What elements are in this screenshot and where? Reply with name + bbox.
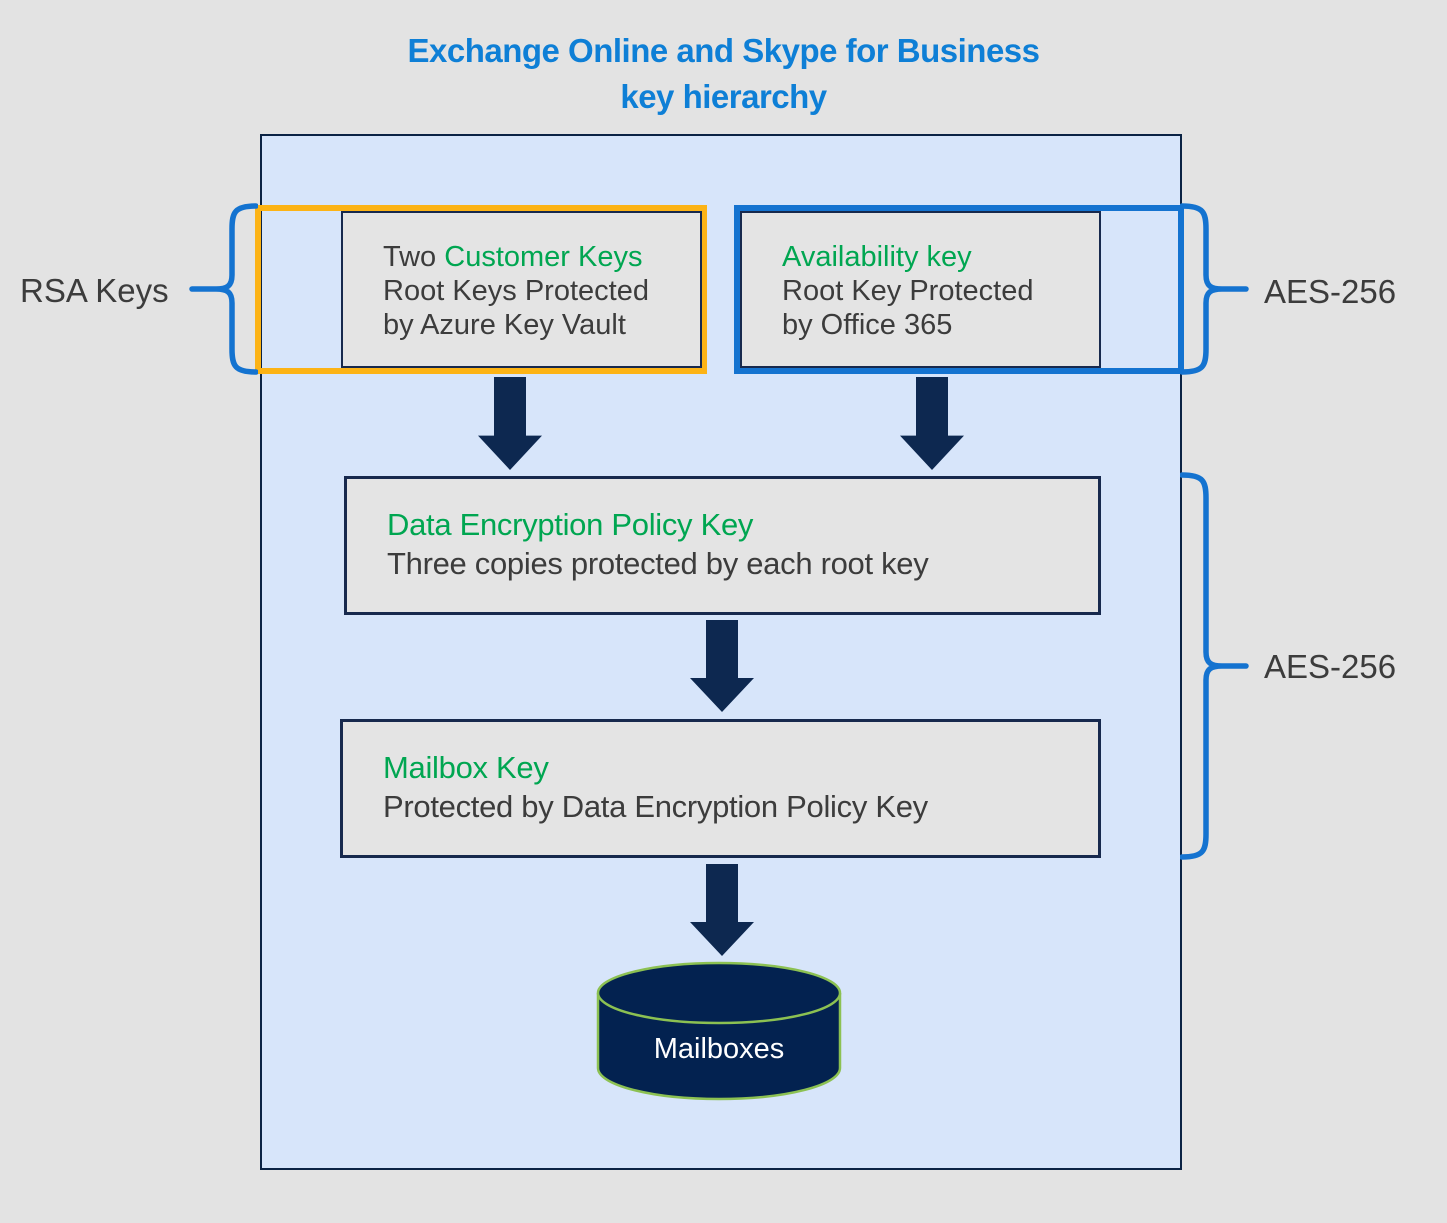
customer-keys-line3: by Azure Key Vault [383,309,626,341]
customer-keys-box: Two Customer Keys Root Keys Protected by… [341,211,702,368]
customer-keys-text: Two Customer Keys Root Keys Protected by… [343,213,700,342]
dep-key-name: Data Encryption Policy Key [387,507,754,542]
availability-key-box: Availability key Root Key Protected by O… [740,211,1101,368]
mailbox-key-box: Mailbox Key Protected by Data Encryption… [340,719,1101,858]
title-line-2: key hierarchy [620,78,827,115]
availability-key-line2: Root Key Protected [782,275,1034,307]
data-encryption-policy-key-box: Data Encryption Policy Key Three copies … [344,476,1101,615]
customer-keys-name: Customer Keys [444,241,643,273]
mailbox-key-name: Mailbox Key [383,750,549,785]
mailboxes-cylinder-icon [596,961,842,1101]
rsa-keys-label: RSA Keys [20,272,169,309]
dep-key-line2: Three copies protected by each root key [387,546,929,581]
aes-256-top-label: AES-256 [1264,273,1397,310]
mailbox-key-text: Mailbox Key Protected by Data Encryption… [343,722,1098,826]
dep-key-text: Data Encryption Policy Key Three copies … [347,479,1098,583]
aes-256-bottom-label: AES-256 [1264,648,1397,685]
availability-key-group-outline [734,205,1184,374]
availability-key-text: Availability key Root Key Protected by O… [742,213,1099,342]
availability-key-line3: by Office 365 [782,309,953,341]
customer-keys-prefix: Two [383,241,445,273]
title-line-1: Exchange Online and Skype for Business [407,32,1040,69]
aes-256-top-brace [1180,203,1249,375]
customer-keys-group-outline [255,205,707,374]
customer-keys-line2: Root Keys Protected [383,275,649,307]
mailboxes-label: Mailboxes [653,1033,785,1065]
diagram-title: Exchange Online and Skype for Business k… [0,28,1447,120]
mailbox-key-line2: Protected by Data Encryption Policy Key [383,789,928,824]
aes-256-bottom-brace [1180,472,1249,860]
customer-keys-title-line: Two Customer Keys [383,240,700,274]
rsa-keys-brace [189,203,258,375]
availability-key-name: Availability key [782,241,972,273]
